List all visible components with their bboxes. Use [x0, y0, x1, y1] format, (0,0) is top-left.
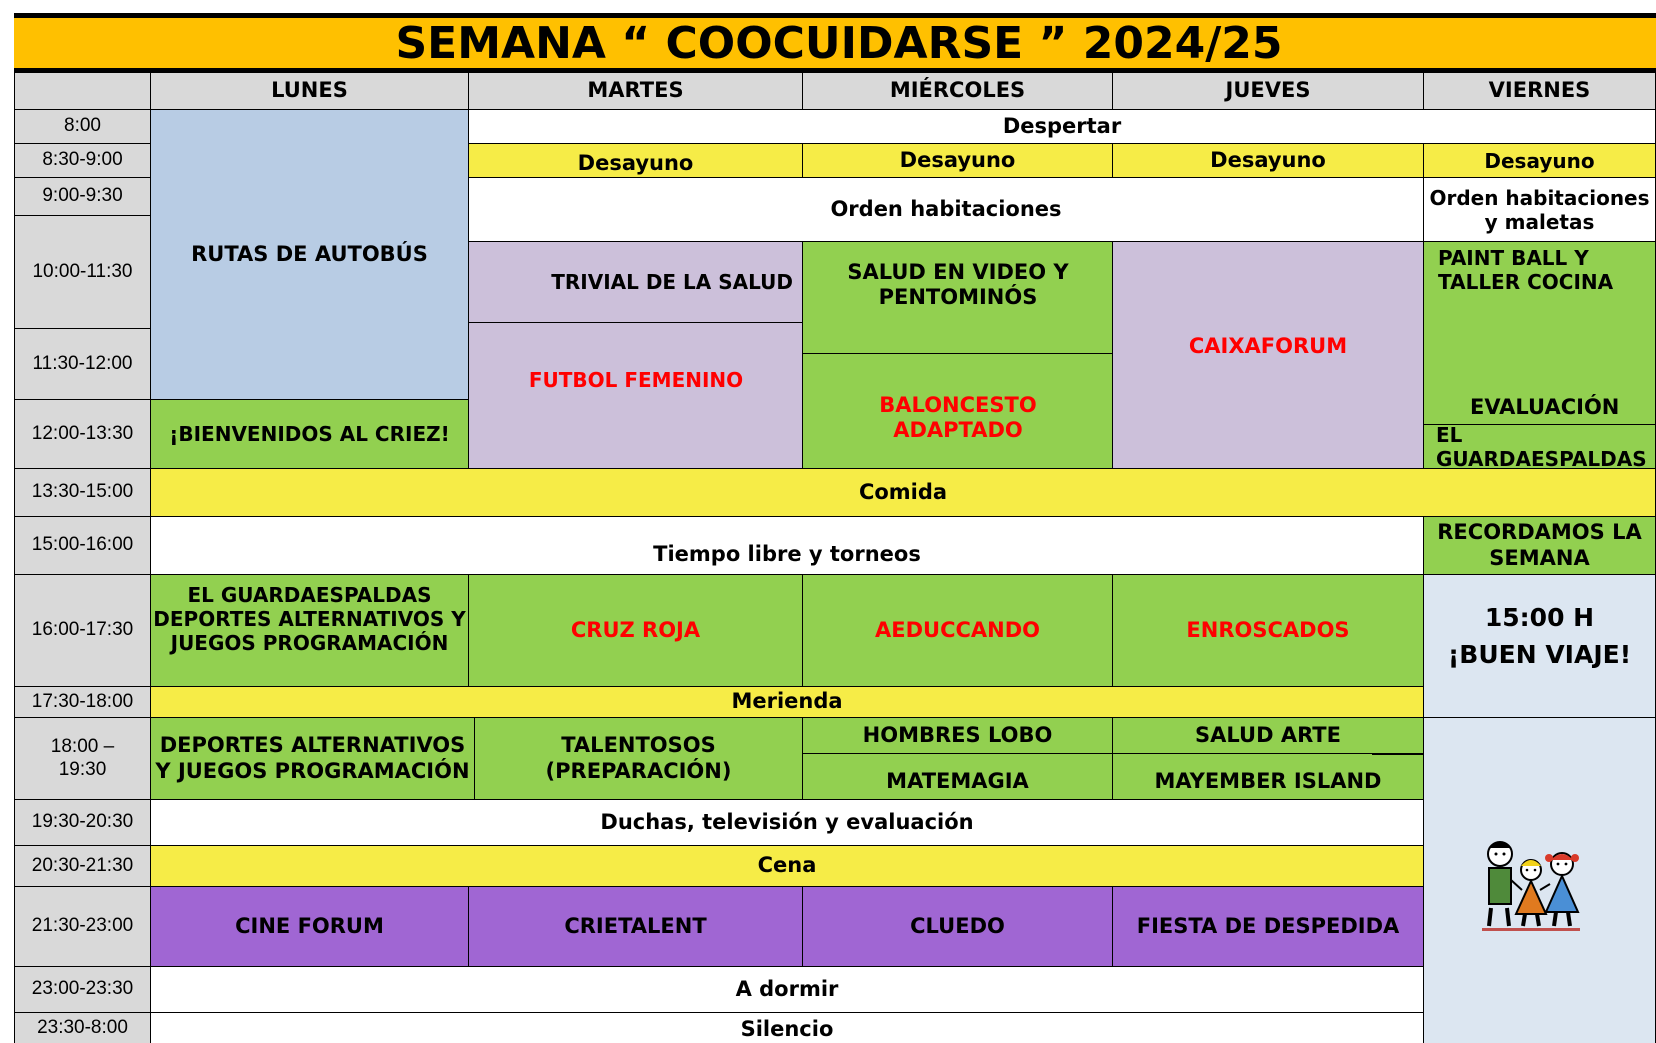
enroscados-cell: ENROSCADOS	[1113, 575, 1424, 687]
viernes-evening-block	[1424, 718, 1656, 1043]
futbol-femenino-cell: FUTBOL FEMENINO	[528, 368, 744, 392]
evaluacion-cell: EVALUACIÓN	[1470, 395, 1620, 420]
bienvenidos-cell: ¡BIENVENIDOS AL CRIEZ!	[151, 400, 469, 469]
time-slot: 9:00-9:30	[14, 178, 151, 216]
time-slot: 20:30-21:30	[14, 846, 151, 887]
desayuno-cell: Desayuno	[1113, 144, 1424, 178]
time-slot: 15:00-16:00	[14, 517, 151, 575]
guardaespaldas-viernes-cell: EL GUARDAESPALDAS	[1424, 425, 1656, 469]
martes-morning-block	[469, 242, 803, 469]
desayuno-cell: Desayuno	[1424, 144, 1656, 178]
desayuno-cell: Desayuno	[469, 144, 803, 178]
cruz-roja-cell: CRUZ ROJA	[469, 575, 803, 687]
divider-line	[469, 322, 816, 323]
hombres-lobo-cell: HOMBRES LOBO	[803, 718, 1113, 754]
orden-habitaciones-cell: Orden habitaciones	[469, 178, 1424, 242]
divider-line	[1372, 754, 1432, 755]
time-slot: 18:00 – 19:30	[14, 718, 151, 800]
baloncesto-adaptado-cell: BALONCESTO ADAPTADO	[879, 392, 1037, 442]
rutas-autobus-cell: RUTAS DE AUTOBÚS	[151, 110, 469, 400]
time-slot: 13:30-15:00	[14, 469, 151, 517]
merienda-cell: Merienda	[151, 687, 1424, 718]
salud-arte-cell: SALUD ARTE	[1113, 718, 1424, 754]
corner-cell	[14, 73, 151, 110]
salud-video-cell: SALUD EN VIDEO Y PENTOMINÓS	[847, 259, 1069, 309]
a-dormir-cell: A dormir	[151, 967, 1424, 1013]
time-slot: 23:00-23:30	[14, 967, 151, 1013]
fiesta-despedida-cell: FIESTA DE DESPEDIDA	[1113, 887, 1424, 967]
buen-viaje-time: 15:00 H	[1484, 602, 1595, 632]
schedule-title: SEMANA “ COOCUIDARSE ” 2024/25	[14, 13, 1656, 73]
time-slot: 19:30-20:30	[14, 800, 151, 846]
paintball-cell: PAINT BALL Y TALLER COCINA	[1424, 242, 1656, 425]
silencio-cell: Silencio	[151, 1013, 1424, 1043]
trivial-salud-cell: TRIVIAL DE LA SALUD	[551, 270, 793, 294]
time-slot: 16:00-17:30	[14, 575, 151, 687]
cena-cell: Cena	[151, 846, 1424, 887]
time-slot: 8:30-9:00	[14, 144, 151, 178]
mayember-island-cell: MAYEMBER ISLAND	[1113, 754, 1424, 800]
cluedo-cell: CLUEDO	[803, 887, 1113, 967]
desayuno-cell: Desayuno	[803, 144, 1113, 178]
tiempo-libre-cell: Tiempo libre y torneos	[151, 517, 1424, 575]
day-header-viernes: VIERNES	[1424, 73, 1656, 110]
deportes-alternativos-cell: DEPORTES ALTERNATIVOS Y JUEGOS PROGRAMAC…	[151, 718, 475, 800]
day-header-lunes: LUNES	[151, 73, 469, 110]
comida-cell: Comida	[151, 469, 1656, 517]
caixaforum-cell: CAIXAFORUM	[1113, 242, 1424, 469]
orden-habitaciones-maletas-cell: Orden habitaciones y maletas	[1424, 178, 1656, 242]
divider-line	[803, 353, 1131, 354]
duchas-cell: Duchas, televisión y evaluación	[151, 800, 1424, 846]
day-header-miercoles: MIÉRCOLES	[803, 73, 1113, 110]
time-slot: 17:30-18:00	[14, 687, 151, 718]
buen-viaje-text: ¡BUEN VIAJE!	[1447, 640, 1632, 669]
time-slot: 12:00-13:30	[14, 400, 151, 469]
time-slot: 11:30-12:00	[14, 329, 151, 400]
time-slot: 8:00	[14, 110, 151, 144]
matemagia-cell: MATEMAGIA	[803, 754, 1113, 800]
children-holding-hands-icon	[1482, 841, 1580, 931]
day-header-martes: MARTES	[469, 73, 803, 110]
cine-forum-cell: CINE FORUM	[151, 887, 469, 967]
time-slot: 10:00-11:30	[14, 216, 151, 329]
guardaespaldas-lunes-cell: EL GUARDAESPALDAS DEPORTES ALTERNATIVOS …	[151, 575, 469, 687]
crietalent-cell: CRIETALENT	[469, 887, 803, 967]
day-header-jueves: JUEVES	[1113, 73, 1424, 110]
time-slot: 23:30-8:00	[14, 1013, 151, 1043]
recordamos-semana-cell: RECORDAMOS LA SEMANA	[1424, 517, 1656, 575]
aeduccando-cell: AEDUCCANDO	[803, 575, 1113, 687]
talentosos-cell: TALENTOSOS (PREPARACIÓN)	[475, 718, 803, 800]
time-slot: 21:30-23:00	[14, 887, 151, 967]
despertar-cell: Despertar	[469, 110, 1656, 144]
buen-viaje-cell: 15:00 H ¡BUEN VIAJE!	[1424, 575, 1656, 718]
miercoles-morning-block	[803, 242, 1113, 469]
